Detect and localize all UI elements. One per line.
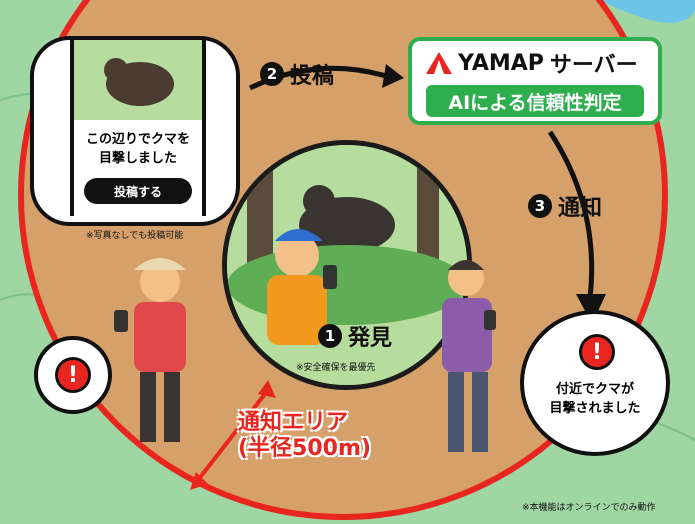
arrow-to-alert [547, 130, 606, 324]
yamap-logo-icon [426, 52, 452, 74]
left-alert-bubble: ! [34, 336, 112, 414]
step-3-notify: 3 通知 [528, 190, 602, 222]
post-button[interactable]: 投稿する [84, 178, 192, 204]
hiker-receiving-illustration [442, 260, 496, 452]
server-subtitle: AIによる信頼性判定 [426, 85, 644, 117]
step-3-number: 3 [528, 194, 552, 218]
alert-message-line2: 目撃されました [549, 401, 641, 416]
post-card-bubble: この辺りでクマを 目撃しました 投稿する [30, 36, 240, 226]
notification-area-label: 通知エリア (半径500m) [238, 410, 371, 462]
step-2-number: 2 [260, 62, 284, 86]
yamap-server-box: YAMAP サーバー AIによる信頼性判定 [408, 37, 662, 125]
post-message-line2: 目撃しました [98, 151, 177, 166]
alert-message-line1: 付近でクマが [555, 382, 634, 397]
area-label-line1: 通知エリア [238, 410, 349, 435]
phone-screen: この辺りでクマを 目撃しました 投稿する [70, 40, 206, 216]
server-title-suffix: サーバー [549, 53, 638, 78]
step-3-label: 通知 [558, 196, 603, 221]
warning-icon: ! [579, 334, 615, 370]
hiker-posting-illustration [114, 258, 186, 442]
server-brand: YAMAP [458, 50, 544, 76]
right-alert-bubble: ! 付近でクマが 目撃されました [520, 310, 670, 456]
radius-arrow [190, 380, 276, 490]
alert-message: 付近でクマが 目撃されました [524, 380, 666, 418]
post-message-line1: この辺りでクマを [85, 132, 190, 147]
step-2-post: 2 投稿 [260, 58, 334, 90]
discovery-scene [222, 140, 472, 390]
area-label-line2: (半径500m) [238, 436, 371, 461]
step-1-discover: 1 発見 [318, 320, 392, 352]
step-1-number: 1 [318, 324, 342, 348]
step-2-label: 投稿 [290, 64, 335, 89]
bear-in-forest-illustration [227, 145, 467, 385]
step-1-label: 発見 [348, 326, 393, 351]
bear-photo-thumbnail [74, 40, 202, 120]
footer-note: ※本機能はオンラインでのみ動作 [522, 503, 656, 513]
server-title: YAMAP サーバー [426, 47, 638, 79]
warning-icon: ! [55, 357, 91, 393]
step-1-note: ※安全確保を最優先 [296, 363, 376, 373]
post-message: この辺りでクマを 目撃しました [74, 130, 202, 168]
post-card-note: ※写真なしでも投稿可能 [86, 231, 184, 241]
